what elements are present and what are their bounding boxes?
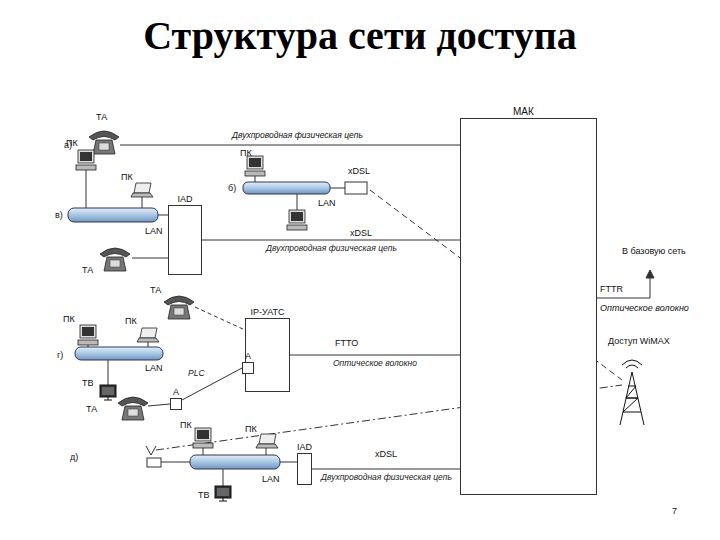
node-label: A — [245, 351, 251, 361]
node-label: IP-УАТС — [251, 307, 285, 317]
text-label: ТВ — [82, 378, 94, 388]
connector — [312, 469, 460, 470]
text-label: г) — [57, 350, 63, 360]
node-label: МАК — [513, 107, 534, 117]
node-label: A — [173, 387, 179, 397]
device-box: IP-УАТС — [245, 318, 290, 392]
text-label: ПК — [63, 314, 75, 324]
text-label: LAN — [145, 226, 163, 236]
text-label: FTTR — [600, 284, 623, 294]
text-label: xDSL — [348, 166, 370, 176]
text-label: Двухпроводная физическая цепь — [232, 130, 363, 140]
connector — [202, 240, 460, 241]
text-label: ТА — [150, 285, 161, 295]
device-box: A — [170, 398, 182, 410]
text-label: В базовую сеть — [622, 246, 686, 256]
text-label: д) — [70, 452, 78, 462]
text-label: ТВ — [198, 490, 210, 500]
text-label: LAN — [318, 198, 336, 208]
device-box: A — [242, 362, 254, 374]
edge-label: Двухпроводная физическая цепь — [320, 472, 453, 482]
text-label: ТА — [86, 404, 97, 414]
text-label: ПК — [245, 424, 257, 434]
node-label: IAD — [297, 442, 312, 452]
edge-label: Двухпроводная физическая цепь — [265, 243, 398, 253]
connector — [290, 355, 460, 356]
edge-label: Оптическое волокно — [332, 358, 418, 368]
text-label: xDSL — [375, 449, 397, 459]
page-title: Структура сети доступа — [0, 12, 720, 59]
text-label: LAN — [145, 363, 163, 373]
device-box: IAD — [168, 205, 202, 275]
connector — [182, 368, 242, 400]
text-label: ПК — [121, 172, 133, 182]
text-label: FTTO — [335, 338, 358, 348]
text-label: LAN — [262, 474, 280, 484]
text-label: ТА — [82, 265, 93, 275]
text-label: ПК — [180, 420, 192, 430]
text-label: 7 — [672, 506, 677, 516]
text-label: ТА — [96, 112, 107, 122]
access-node: МАК — [460, 118, 597, 495]
node-label: IAD — [177, 194, 192, 204]
text-label: ПК — [240, 148, 252, 158]
text-label: ПК — [125, 316, 137, 326]
text-label: xDSL — [350, 228, 372, 238]
device-box: IAD — [297, 453, 312, 485]
text-label: Доступ WiMAX — [608, 336, 670, 346]
text-label: б) — [228, 183, 236, 193]
edge-label: PLC — [187, 368, 206, 378]
text-label: в) — [55, 210, 63, 220]
text-label: ПК — [66, 138, 78, 148]
text-label: Оптическое волокно — [600, 303, 689, 313]
